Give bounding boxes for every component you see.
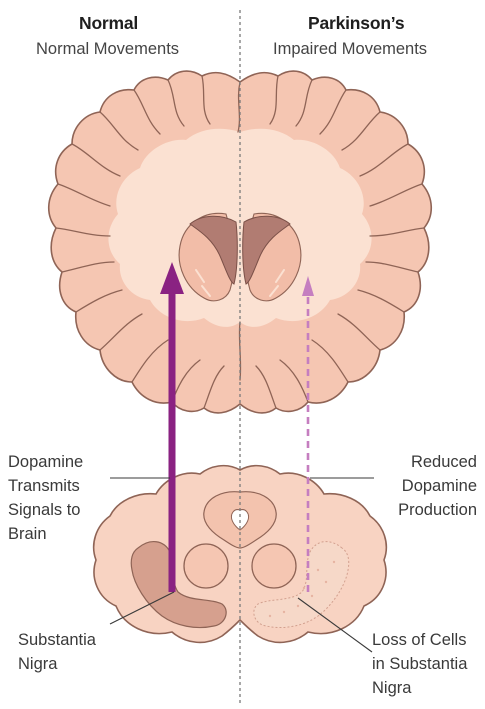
callout-loss-of-cells: Loss of Cells in Substantia Nigra bbox=[372, 628, 467, 700]
callout-line: Dopamine bbox=[8, 450, 83, 474]
normal-panel-title: Normal bbox=[79, 13, 138, 34]
red-nucleus-left bbox=[184, 544, 228, 588]
brain-coronal-section bbox=[49, 71, 432, 413]
callout-line: Reduced bbox=[398, 450, 477, 474]
callout-line: Dopamine bbox=[398, 474, 477, 498]
parkinsons-panel-subtitle: Impaired Movements bbox=[273, 40, 427, 59]
normal-panel-subtitle: Normal Movements bbox=[36, 40, 179, 59]
red-nucleus-right bbox=[252, 544, 296, 588]
callout-line: Production bbox=[398, 498, 477, 522]
callout-reduced-dopamine: Reduced Dopamine Production bbox=[398, 450, 477, 522]
callout-dopamine-transmits: Dopamine Transmits Signals to Brain bbox=[8, 450, 83, 546]
callout-line: Loss of Cells bbox=[372, 628, 467, 652]
parkinsons-panel-title: Parkinson’s bbox=[308, 13, 404, 34]
callout-line: Nigra bbox=[18, 652, 96, 676]
callout-line: Signals to bbox=[8, 498, 83, 522]
callout-line: Substantia bbox=[18, 628, 96, 652]
callout-line: in Substantia bbox=[372, 652, 467, 676]
callout-line: Nigra bbox=[372, 676, 467, 700]
callout-line: Transmits bbox=[8, 474, 83, 498]
callout-line: Brain bbox=[8, 522, 83, 546]
callout-substantia-nigra: Substantia Nigra bbox=[18, 628, 96, 676]
